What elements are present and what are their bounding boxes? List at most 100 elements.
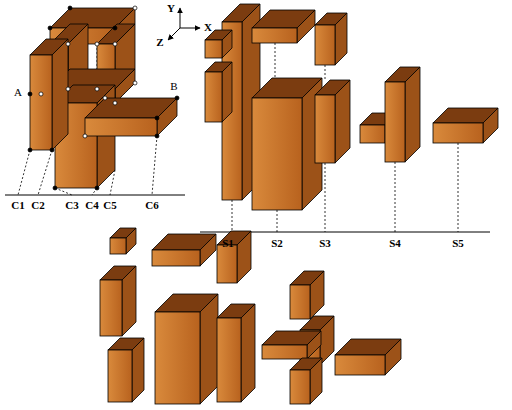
projection-line	[325, 65, 326, 80]
cut-label: C2	[31, 199, 44, 212]
base-line	[5, 195, 185, 196]
block	[155, 294, 218, 404]
block	[290, 358, 322, 404]
vertex-dot	[66, 42, 70, 46]
block	[205, 30, 232, 58]
projection-line	[275, 43, 276, 78]
cut-label: C1	[11, 199, 24, 212]
block	[205, 62, 232, 122]
projection-line	[232, 200, 233, 232]
projection-line	[395, 162, 396, 232]
block-front	[335, 355, 385, 375]
block-side	[297, 10, 315, 43]
block-front	[108, 350, 132, 402]
block-side	[241, 304, 255, 402]
slice-label: S5	[452, 237, 464, 250]
axis-arrow	[168, 28, 180, 40]
block-side	[52, 39, 68, 150]
block-front	[205, 40, 222, 58]
block-side	[310, 271, 324, 319]
block-side	[335, 13, 347, 65]
block-front	[252, 98, 302, 210]
block-front	[360, 125, 385, 143]
block-side	[126, 228, 136, 254]
block-front	[205, 72, 222, 122]
block-pieces	[30, 4, 498, 404]
block	[315, 13, 347, 65]
block-front	[385, 82, 405, 162]
vertex-dot	[155, 134, 159, 138]
vertex-dot	[68, 6, 72, 10]
vertex-dot	[28, 148, 32, 152]
block	[110, 228, 136, 254]
cut-label: C3	[65, 199, 78, 212]
projection-line	[38, 150, 52, 195]
cut-label: C5	[103, 199, 116, 212]
block-side	[307, 331, 321, 359]
vertex-dot	[133, 81, 137, 85]
block	[152, 234, 216, 266]
block-side	[122, 266, 136, 336]
slice-label: S3	[319, 237, 331, 250]
block-side	[222, 62, 232, 122]
vertex-dot	[53, 186, 57, 190]
block-side	[405, 67, 420, 162]
cut-label: C6	[145, 199, 158, 212]
block-front	[110, 238, 126, 254]
vertex-dot	[50, 148, 54, 152]
slice-label: S2	[271, 237, 283, 250]
block-side	[200, 234, 216, 266]
block-side	[132, 338, 144, 402]
block	[262, 331, 321, 359]
vertex-dot	[95, 42, 99, 46]
block	[252, 10, 315, 43]
block-side	[310, 358, 322, 404]
vertex-dot	[95, 186, 99, 190]
block	[252, 78, 322, 210]
block-side	[483, 108, 498, 143]
block	[217, 304, 255, 402]
block-front	[290, 370, 310, 404]
point-label: B	[170, 80, 177, 93]
vertex-dot	[39, 92, 43, 96]
block-side	[157, 98, 177, 136]
vertex-dot	[83, 134, 87, 138]
slice-label: S1	[222, 237, 234, 250]
axis-arrow	[180, 28, 200, 29]
block	[290, 271, 324, 319]
block-front	[262, 345, 307, 359]
block-front	[217, 318, 241, 402]
block	[433, 108, 498, 143]
block-side	[385, 339, 401, 375]
vertex-dot	[113, 101, 117, 105]
axis-label: Z	[156, 36, 163, 49]
projection-line	[18, 150, 30, 195]
projection-line	[277, 210, 278, 232]
block-front	[433, 123, 483, 143]
block-side	[237, 231, 251, 283]
block-front	[315, 25, 335, 65]
cut-label: C4	[85, 199, 98, 212]
block	[30, 39, 68, 150]
block	[315, 80, 350, 163]
axis-label: Y	[167, 2, 175, 15]
block	[335, 339, 401, 375]
block-front	[152, 250, 200, 266]
point-label: A	[14, 86, 22, 99]
vertex-dot	[175, 96, 179, 100]
vertex-dot	[133, 6, 137, 10]
block	[85, 98, 177, 136]
block-front	[100, 280, 122, 336]
block	[385, 67, 420, 162]
block-side	[335, 80, 350, 163]
vertex-dot	[113, 26, 117, 30]
vertex-dot	[155, 116, 159, 120]
block-front	[315, 95, 335, 163]
block-side	[222, 30, 232, 58]
vertex-dot	[48, 26, 52, 30]
block	[217, 231, 251, 283]
block-front	[155, 312, 200, 404]
vertex-dot	[103, 96, 107, 100]
